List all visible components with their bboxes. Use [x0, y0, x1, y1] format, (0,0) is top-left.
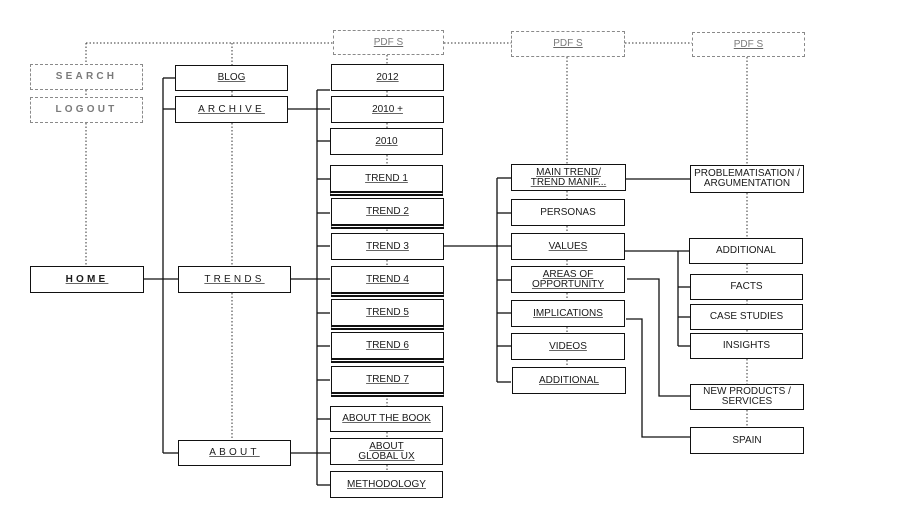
- trend-6-label: TREND 6: [366, 339, 409, 351]
- values-label: VALUES: [548, 240, 588, 252]
- values-node[interactable]: VALUES: [511, 233, 625, 260]
- trends-label: TRENDS: [204, 273, 265, 285]
- case-studies-node[interactable]: CASE STUDIES: [690, 304, 803, 330]
- problematisation-label-line2: ARGUMENTATION: [703, 178, 791, 189]
- pdfs-label: PDF S: [373, 36, 404, 48]
- home-label: HOME: [65, 273, 109, 285]
- facts-label: FACTS: [730, 281, 763, 292]
- about-node[interactable]: ABOUT: [178, 440, 291, 466]
- methodology-label: METHODOLOGY: [347, 478, 426, 490]
- areas-label-line1: AREAS OF: [542, 268, 594, 280]
- home-node[interactable]: HOME: [30, 266, 144, 293]
- spain-label: SPAIN: [732, 434, 762, 446]
- trends-node[interactable]: TRENDS: [178, 266, 291, 293]
- implications-label: IMPLICATIONS: [533, 307, 603, 319]
- trend-7-node[interactable]: TREND 7: [331, 366, 444, 397]
- about-global-ux-label-line1: ABOUT: [369, 440, 404, 452]
- trend-3-node[interactable]: TREND 3: [331, 233, 444, 260]
- additional-l4-node[interactable]: ADDITIONAL: [689, 238, 803, 264]
- new-products-label-line1: NEW PRODUCTS /: [703, 386, 791, 397]
- trend-2-label: TREND 2: [366, 205, 409, 217]
- insights-node[interactable]: INSIGHTS: [690, 333, 803, 359]
- trend-7-label: TREND 7: [366, 373, 409, 385]
- logout-node[interactable]: LOGOUT: [30, 97, 143, 123]
- main-trend-label-line1: MAIN TREND/: [536, 166, 601, 178]
- trend-5-label: TREND 5: [366, 306, 409, 318]
- additional-l3-node[interactable]: ADDITIONAL: [512, 367, 626, 394]
- edge-implications-spain: [626, 318, 690, 438]
- trend-5-node[interactable]: TREND 5: [331, 299, 444, 330]
- edge-areas-new-products: [627, 278, 690, 397]
- additional-l3-label: ADDITIONAL: [538, 374, 599, 386]
- personas-node[interactable]: PERSONAS: [511, 199, 625, 226]
- year-2012-node[interactable]: 2012: [331, 64, 444, 91]
- blog-label: BLOG: [217, 72, 246, 83]
- archive-label: ARCHIVE: [198, 103, 265, 115]
- pdfs-label: PDF S: [733, 38, 764, 50]
- about-global-ux-label-line2: GLOBAL UX: [358, 450, 415, 462]
- pdfs-node-2[interactable]: PDF S: [511, 31, 625, 57]
- spain-node[interactable]: SPAIN: [690, 427, 804, 454]
- personas-label: PERSONAS: [540, 206, 596, 218]
- year-2010-label: 2010: [375, 135, 398, 147]
- trend-4-label: TREND 4: [366, 273, 409, 285]
- search-node[interactable]: SEARCH: [30, 64, 143, 90]
- archive-node[interactable]: ARCHIVE: [175, 96, 288, 123]
- year-2010-node[interactable]: 2010: [330, 128, 443, 155]
- trend-1-label: TREND 1: [365, 172, 408, 184]
- videos-node[interactable]: VIDEOS: [511, 333, 625, 360]
- pdfs-node-3[interactable]: PDF S: [692, 32, 805, 57]
- main-trend-node[interactable]: MAIN TREND/TREND MANIF...: [511, 164, 626, 191]
- trend-4-node[interactable]: TREND 4: [331, 266, 444, 297]
- case-studies-label: CASE STUDIES: [709, 311, 784, 322]
- trend-2-node[interactable]: TREND 2: [331, 198, 444, 229]
- logout-label: LOGOUT: [55, 104, 118, 115]
- trend-3-label: TREND 3: [366, 240, 409, 252]
- trend-1-node[interactable]: TREND 1: [330, 165, 443, 196]
- new-products-label-line2: SERVICES: [721, 396, 773, 407]
- new-products-node[interactable]: NEW PRODUCTS /SERVICES: [690, 384, 804, 410]
- methodology-node[interactable]: METHODOLOGY: [330, 471, 443, 498]
- year-2012-label: 2012: [376, 71, 399, 83]
- trend-6-node[interactable]: TREND 6: [331, 332, 444, 363]
- year-2010-plus-label: 2010 +: [372, 103, 403, 115]
- main-trend-label-line2: TREND MANIF...: [530, 176, 607, 188]
- problematisation-label-line1: PROBLEMATISATION /: [694, 168, 800, 179]
- pdfs-label: PDF S: [553, 38, 583, 49]
- facts-node[interactable]: FACTS: [690, 274, 803, 300]
- search-label: SEARCH: [55, 71, 118, 82]
- pdfs-node-1[interactable]: PDF S: [333, 30, 444, 55]
- year-2010-plus-node[interactable]: 2010 +: [331, 96, 444, 123]
- insights-label: INSIGHTS: [722, 340, 771, 351]
- about-the-book-node[interactable]: ABOUT THE BOOK: [330, 406, 443, 432]
- problematisation-node[interactable]: PROBLEMATISATION /ARGUMENTATION: [690, 165, 804, 193]
- areas-label-line2: OPPORTUNITY: [531, 278, 605, 290]
- about-label: ABOUT: [209, 447, 260, 458]
- about-the-book-label: ABOUT THE BOOK: [342, 413, 431, 424]
- blog-node[interactable]: BLOG: [175, 65, 288, 91]
- additional-l4-label: ADDITIONAL: [715, 245, 776, 256]
- implications-node[interactable]: IMPLICATIONS: [511, 300, 625, 327]
- videos-label: VIDEOS: [549, 340, 587, 352]
